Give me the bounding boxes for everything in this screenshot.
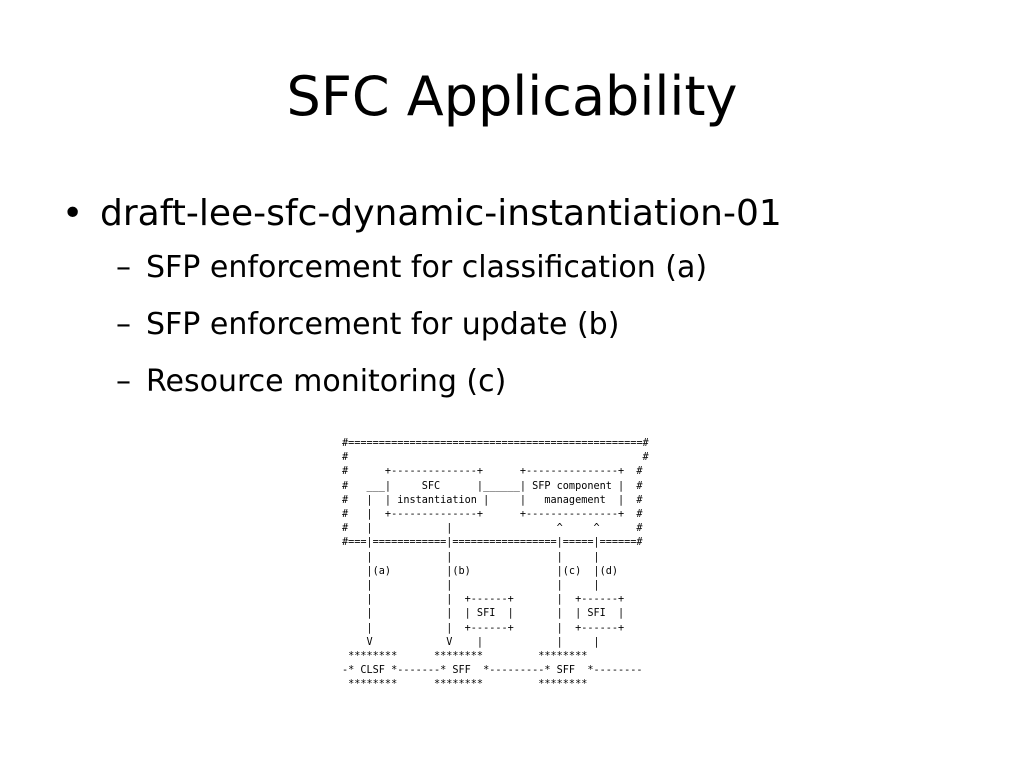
ascii-architecture-diagram: #=======================================… bbox=[342, 438, 649, 691]
bullet-item: • draft-lee-sfc-dynamic-instantiation-01 bbox=[60, 190, 980, 238]
bullet-text: draft-lee-sfc-dynamic-instantiation-01 bbox=[100, 193, 782, 234]
bullet-marker: • bbox=[62, 193, 84, 234]
slide-title: SFC Applicability bbox=[286, 65, 738, 128]
sub-bullet-marker: – bbox=[116, 250, 131, 285]
sub-bullet-text: SFP enforcement for classification (a) bbox=[146, 250, 708, 285]
sub-bullet-marker: – bbox=[116, 364, 131, 399]
sub-bullet-item: – Resource monitoring (c) bbox=[60, 362, 980, 402]
bullet-list: • draft-lee-sfc-dynamic-instantiation-01… bbox=[60, 190, 980, 419]
sub-bullet-item: – SFP enforcement for classification (a) bbox=[60, 248, 980, 288]
sub-bullet-text: SFP enforcement for update (b) bbox=[146, 307, 620, 342]
sub-bullet-marker: – bbox=[116, 307, 131, 342]
sub-bullet-text: Resource monitoring (c) bbox=[146, 364, 507, 399]
sub-bullet-item: – SFP enforcement for update (b) bbox=[60, 305, 980, 345]
